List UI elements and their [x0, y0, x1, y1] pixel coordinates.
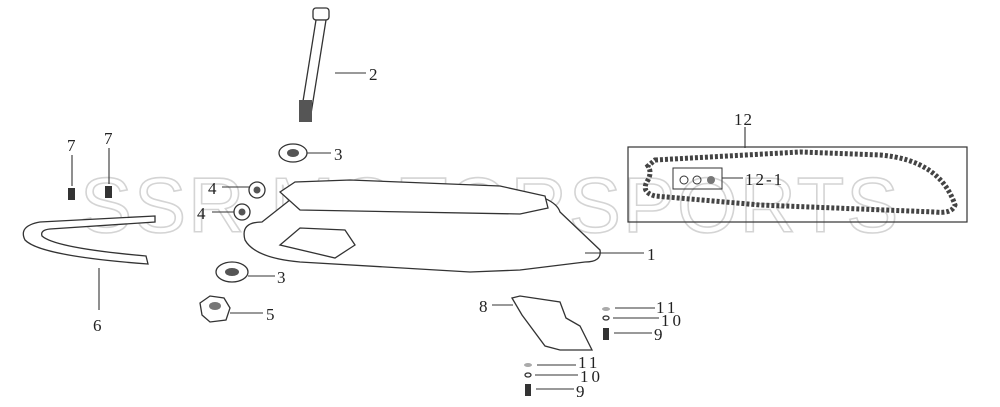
callout-4: 4: [197, 204, 206, 223]
axle-bolt-part: [299, 7, 330, 122]
callout-10: 10: [580, 367, 603, 386]
callout-3: 3: [277, 268, 286, 287]
chain-guide-part: [510, 295, 594, 351]
callout-12: 12: [734, 110, 753, 129]
callout-1: 1: [647, 245, 656, 264]
chain-slider-part: [22, 215, 156, 265]
callout-7: 7: [104, 129, 113, 148]
callout-4: 4: [208, 179, 217, 198]
callout-3: 3: [334, 145, 343, 164]
callout-7: 7: [67, 136, 76, 155]
nut-part: [199, 295, 231, 323]
callout-2: 2: [369, 65, 378, 84]
callout-9: 9: [576, 382, 585, 401]
bearing-bottom-part: [215, 261, 249, 283]
leader-lines: [71, 72, 746, 390]
bearing-top-part: [278, 143, 308, 163]
callout-8: 8: [479, 297, 488, 316]
callout-11: 11: [578, 353, 600, 372]
callout-5: 5: [266, 305, 275, 324]
screws-part: [68, 186, 112, 200]
callout-10: 10: [661, 311, 684, 330]
chain-frame: [627, 146, 968, 223]
hardware-parts: [524, 307, 610, 396]
callout-9: 9: [654, 325, 663, 344]
callout-6: 6: [93, 316, 102, 335]
callout-12-1: 12-1: [745, 170, 784, 189]
callout-11: 11: [656, 298, 678, 317]
chain-part: [642, 149, 958, 215]
